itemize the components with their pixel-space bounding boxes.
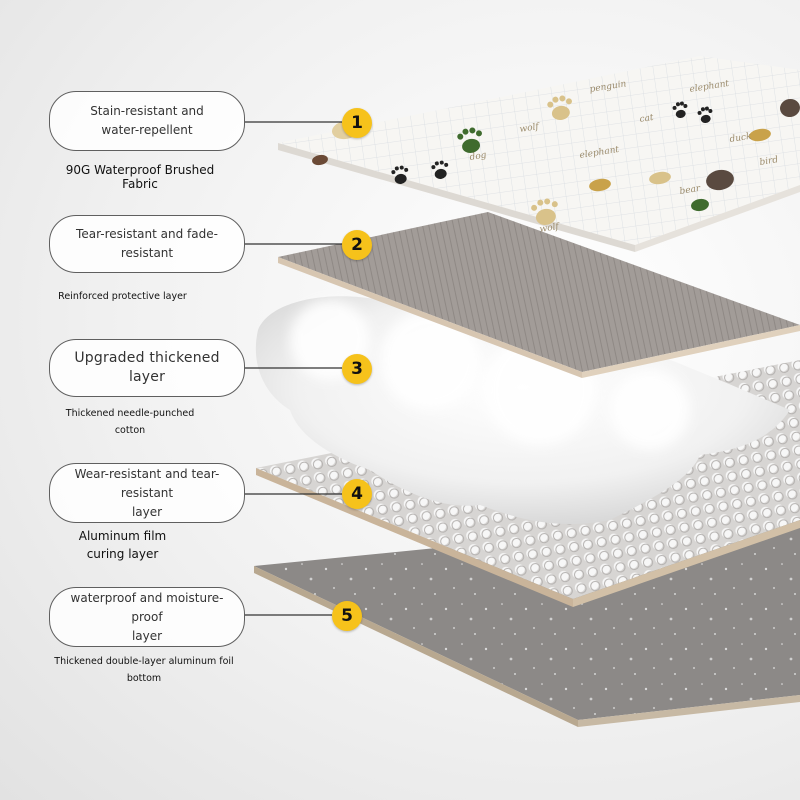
layer-caption-3: Thickened needle-punched cotton [65, 408, 195, 436]
feature-label-3: Upgraded thickened layer [74, 350, 220, 385]
feature-pill-2: Tear-resistant and fade-resistant [49, 215, 245, 273]
fabric-word: wolf [539, 222, 561, 235]
layer-number-badge-2: 2 [342, 230, 372, 260]
feature-label-4: Wear-resistant and tear-resistant layer [74, 466, 220, 519]
layer-number-badge-4: 4 [342, 479, 372, 509]
fabric-word: bear [679, 184, 702, 197]
feature-label-2: Tear-resistant and fade-resistant [76, 227, 218, 260]
layer-caption-1: 90G Waterproof Brushed Fabric [65, 163, 215, 191]
fabric-word: cat [639, 113, 655, 125]
fabric-word: bird [759, 155, 779, 168]
feature-pill-3: Upgraded thickened layer [49, 339, 245, 397]
layer-caption-4: Aluminum film curing layer [78, 529, 167, 561]
feature-label-5: waterproof and moisture-proof layer [70, 590, 224, 643]
feature-pill-5: waterproof and moisture-proof layer [49, 587, 245, 647]
leader-lines [244, 121, 342, 616]
layer-3-cotton [255, 296, 790, 525]
layer-caption-5: Thickened double-layer aluminum foil bot… [54, 656, 234, 684]
layer-number-badge-5: 5 [332, 601, 362, 631]
layer-number-badge-1: 1 [342, 108, 372, 138]
layer-2-ribbed [278, 212, 800, 378]
feature-label-1: Stain-resistant and water-repellent [90, 104, 204, 137]
layer-caption-2: Reinforced protective layer [58, 291, 187, 302]
fabric-word: duck [729, 132, 752, 145]
fabric-word: wolf [519, 122, 541, 135]
fabric-word: dog [469, 150, 488, 163]
layer-1-fabric: penguin elephant wolf cat bird duck bear… [278, 56, 800, 252]
layer-number-badge-3: 3 [342, 354, 372, 384]
feature-pill-1: Stain-resistant and water-repellent [49, 91, 245, 151]
feature-pill-4: Wear-resistant and tear-resistant layer [49, 463, 245, 523]
paw-print-icons [312, 95, 800, 225]
